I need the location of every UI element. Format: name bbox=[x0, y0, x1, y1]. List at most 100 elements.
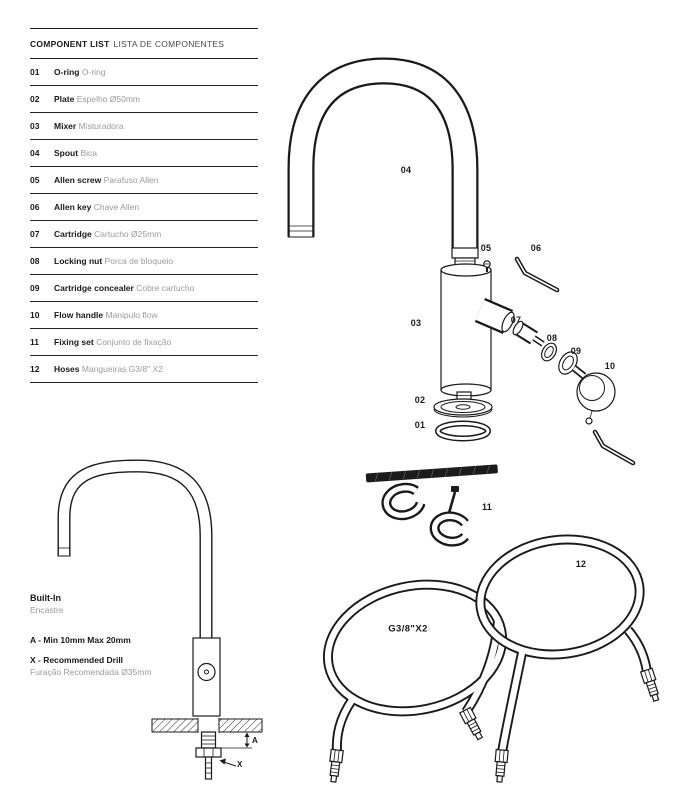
component-name-en: Allen screw bbox=[54, 175, 102, 185]
flow-handle-drawing bbox=[571, 365, 616, 419]
spout-drawing bbox=[287, 57, 479, 250]
component-row: 12 Hoses Mangueiras G3/8" X2 bbox=[30, 356, 258, 383]
component-name-en: Mixer bbox=[54, 121, 77, 131]
component-name: Allen screw Parafuso Allen bbox=[54, 175, 158, 186]
mixer-body-drawing bbox=[440, 247, 515, 405]
component-name-en: Allen key bbox=[54, 202, 92, 212]
component-name-en: Plate bbox=[54, 94, 75, 104]
component-name: Cartridge concealer Cobre cartucho bbox=[54, 283, 194, 294]
o-ring-drawing bbox=[435, 420, 491, 442]
built-in-notes: Built-In Encastre A - Min 10mm Max 20mm … bbox=[30, 592, 230, 678]
component-name-en: O-ring bbox=[54, 67, 80, 77]
callout-plate: 02 bbox=[414, 395, 426, 405]
component-list-title-pt: LISTA DE COMPONENTES bbox=[113, 39, 225, 49]
locking-nut-drawing bbox=[540, 342, 558, 362]
component-list: COMPONENT LIST LISTA DE COMPONENTES 01 O… bbox=[30, 28, 258, 383]
dimension-x-label: X bbox=[237, 760, 243, 769]
component-number: 08 bbox=[30, 256, 40, 266]
component-name-pt: O-ring bbox=[81, 67, 106, 77]
dimension-x-note-pt: Furação Recomendada Ø35mm bbox=[30, 667, 152, 677]
component-name-pt: Mangueiras G3/8" X2 bbox=[81, 364, 163, 374]
component-number: 09 bbox=[30, 283, 40, 293]
component-row: 05 Allen screw Parafuso Allen bbox=[30, 167, 258, 194]
component-name: Cartridge Cartucho Ø25mm bbox=[54, 229, 161, 240]
component-name-pt: Cartucho Ø25mm bbox=[94, 229, 162, 239]
component-number: 07 bbox=[30, 229, 40, 239]
component-name: Flow handle Manipulo flow bbox=[54, 310, 157, 321]
hose-fitting bbox=[458, 706, 484, 741]
component-name-en: Hoses bbox=[54, 364, 80, 374]
component-name-pt: Bica bbox=[80, 148, 97, 158]
component-name-pt: Conjunto de fixação bbox=[96, 337, 172, 347]
component-row: 08 Locking nut Porca de bloqueio bbox=[30, 248, 258, 275]
component-row: 06 Allen key Chave Allen bbox=[30, 194, 258, 221]
hose-right-drawing bbox=[475, 534, 652, 753]
component-number: 10 bbox=[30, 310, 40, 320]
allen-screw-drawing bbox=[483, 260, 491, 272]
component-number: 12 bbox=[30, 364, 40, 374]
dimension-x-note: X - Recommended Drill bbox=[30, 655, 124, 665]
hose-fitting bbox=[329, 748, 344, 783]
allen-key-drawing bbox=[514, 256, 560, 293]
component-name-en: Flow handle bbox=[54, 310, 104, 320]
component-number: 01 bbox=[30, 67, 40, 77]
callout-hoses: 12 bbox=[575, 559, 587, 569]
hose-fitting bbox=[639, 667, 660, 703]
callout-spout: 04 bbox=[400, 165, 412, 175]
dimension-a-label: A bbox=[252, 736, 258, 745]
callout-allen-screw: 05 bbox=[480, 243, 492, 253]
component-name: Allen key Chave Allen bbox=[54, 202, 139, 213]
component-list-title-en: COMPONENT LIST bbox=[30, 39, 110, 49]
fixing-set-drawing bbox=[365, 464, 498, 547]
component-name-en: Cartridge concealer bbox=[54, 283, 134, 293]
component-name-pt: Misturadora bbox=[78, 121, 124, 131]
component-number: 02 bbox=[30, 94, 40, 104]
callout-flow-handle: 10 bbox=[604, 361, 616, 371]
component-row: 10 Flow handle Manipulo flow bbox=[30, 302, 258, 329]
component-number: 03 bbox=[30, 121, 40, 131]
callout-o-ring: 01 bbox=[414, 420, 426, 430]
component-number: 05 bbox=[30, 175, 40, 185]
component-name: Spout Bica bbox=[54, 148, 97, 159]
component-row: 01 O-ring O-ring bbox=[30, 59, 258, 86]
component-number: 06 bbox=[30, 202, 40, 212]
built-in-drawing bbox=[57, 459, 263, 780]
hose-fitting bbox=[494, 748, 509, 783]
dimension-a-note: A - Min 10mm Max 20mm bbox=[30, 635, 131, 645]
component-name: Hoses Mangueiras G3/8" X2 bbox=[54, 364, 163, 375]
cartridge-drawing bbox=[512, 320, 545, 347]
component-name-pt: Parafuso Allen bbox=[103, 175, 159, 185]
plate-drawing bbox=[433, 398, 493, 418]
component-name-pt: Cobre cartucho bbox=[136, 283, 195, 293]
built-in-subtitle: Encastre bbox=[30, 605, 64, 615]
component-number: 04 bbox=[30, 148, 40, 158]
component-name: Mixer Misturadora bbox=[54, 121, 123, 132]
cartridge-concealer-drawing bbox=[558, 351, 578, 375]
component-name: Plate Espelho Ø50mm bbox=[54, 94, 140, 105]
callout-mixer: 03 bbox=[410, 318, 422, 328]
component-list-header: COMPONENT LIST LISTA DE COMPONENTES bbox=[30, 29, 258, 59]
component-row: 02 Plate Espelho Ø50mm bbox=[30, 86, 258, 113]
handle-allen-key-drawing bbox=[585, 417, 636, 466]
component-name: Fixing set Conjunto de fixação bbox=[54, 337, 171, 348]
component-name-pt: Espelho Ø50mm bbox=[76, 94, 141, 104]
callout-fixing-set: 11 bbox=[481, 502, 493, 512]
callout-locking-nut: 08 bbox=[546, 333, 558, 343]
component-name-pt: Chave Allen bbox=[93, 202, 140, 212]
component-name: Locking nut Porca de bloqueio bbox=[54, 256, 173, 267]
callout-cartridge: 07 bbox=[510, 315, 522, 325]
component-name-en: Fixing set bbox=[54, 337, 94, 347]
component-row: 11 Fixing set Conjunto de fixação bbox=[30, 329, 258, 356]
component-row: 07 Cartridge Cartucho Ø25mm bbox=[30, 221, 258, 248]
component-row: 09 Cartridge concealer Cobre cartucho bbox=[30, 275, 258, 302]
callout-allen-key: 06 bbox=[530, 243, 542, 253]
callout-cartridge-concealer: 09 bbox=[570, 346, 582, 356]
component-row: 03 Mixer Misturadora bbox=[30, 113, 258, 140]
component-name-en: Locking nut bbox=[54, 256, 103, 266]
component-name: O-ring O-ring bbox=[54, 67, 106, 78]
component-row: 04 Spout Bica bbox=[30, 140, 258, 167]
component-name-pt: Manipulo flow bbox=[105, 310, 158, 320]
built-in-title: Built-In bbox=[30, 593, 61, 603]
